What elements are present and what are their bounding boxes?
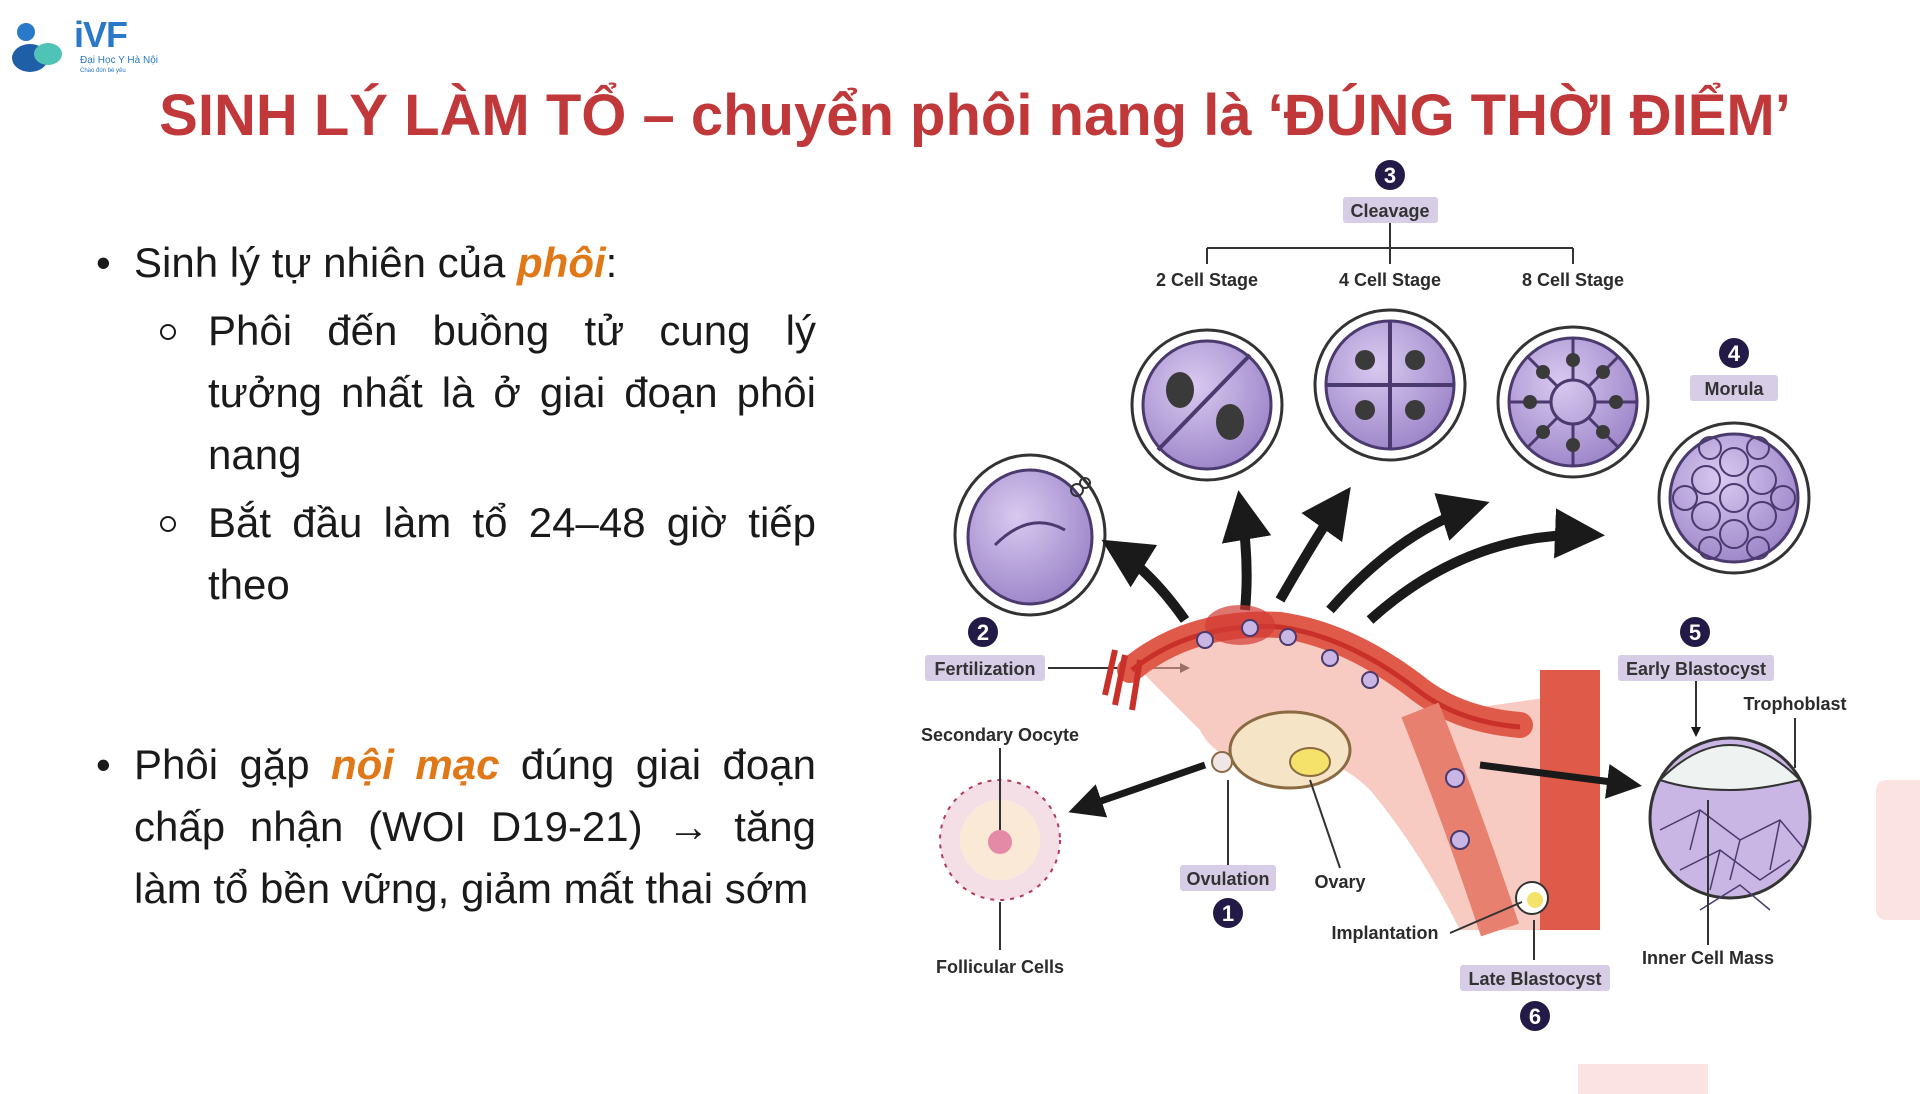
early-blastocyst — [1648, 736, 1812, 911]
bullet-2: • Phôi gặp nội mạc đúng giai đoạn chấp n… — [96, 734, 816, 920]
bullet-1: • Sinh lý tự nhiên của phôi: — [96, 232, 816, 294]
sub-bullet-1: Phôi đến buồng tử cung lý tưởng nhất là … — [96, 300, 816, 486]
secondary-oocyte — [939, 779, 1061, 901]
stage-8-cell-label: 8 Cell Stage — [1522, 270, 1624, 290]
decor-shape — [1876, 780, 1920, 920]
sub-bullet-ring — [160, 516, 176, 532]
step-5-label: Early Blastocyst — [1626, 659, 1766, 679]
cleavage-bracket — [1206, 223, 1574, 264]
step-2-label: Fertilization — [934, 659, 1035, 679]
ovary-label: Ovary — [1314, 872, 1365, 892]
step-5-number: 5 — [1689, 620, 1701, 645]
follicular-cells-label: Follicular Cells — [936, 957, 1064, 977]
step-6-number: 6 — [1529, 1004, 1541, 1029]
step-4-number: 4 — [1728, 341, 1741, 366]
morula — [1657, 421, 1811, 575]
bullet-2-prefix: Phôi gặp — [134, 741, 331, 788]
bullet-1-suffix: : — [605, 239, 618, 286]
stage-4-cell-label: 4 Cell Stage — [1339, 270, 1441, 290]
progression-arrows — [1101, 486, 1605, 624]
sub-bullet-2: Bắt đầu làm tổ 24–48 giờ tiếp theo — [96, 492, 816, 616]
bullet-1-prefix: Sinh lý tự nhiên của — [134, 239, 518, 286]
step-1-label: Ovulation — [1186, 869, 1269, 889]
bullet-2-highlight: nội mạc — [331, 741, 500, 788]
step-3-label: Cleavage — [1350, 201, 1429, 221]
sub-bullet-2-text: Bắt đầu làm tổ 24–48 giờ tiếp theo — [208, 499, 816, 608]
ivf-logo: iVF Đại Học Y Hà Nội Chào đón bé yêu — [10, 12, 170, 78]
trophoblast-label: Trophoblast — [1744, 694, 1847, 714]
eight-cell-embryo — [1496, 325, 1650, 479]
bullet-list: • Sinh lý tự nhiên của phôi: Phôi đến bu… — [96, 232, 816, 616]
uterus-illustration — [1102, 605, 1600, 937]
logo-brand: iVF — [74, 14, 128, 55]
bullet-2-suffix: đúng giai đoạn chấp nhận (WOI D19-21) → … — [134, 741, 816, 912]
logo-mark-icon — [12, 23, 62, 72]
step-3-badge: 3 — [1375, 160, 1405, 190]
step-2-number: 2 — [977, 620, 989, 645]
inner-cell-mass-label: Inner Cell Mass — [1642, 948, 1774, 968]
embryo-development-diagram: 3 Cleavage 2 Cell Stage 4 Cell Stage 8 C… — [921, 160, 1847, 1031]
secondary-oocyte-label: Secondary Oocyte — [921, 725, 1079, 745]
sub-bullet-ring — [160, 324, 176, 340]
step-6-label: Late Blastocyst — [1468, 969, 1601, 989]
four-cell-embryo — [1313, 308, 1467, 462]
sub-bullet-1-text: Phôi đến buồng tử cung lý tưởng nhất là … — [208, 307, 816, 478]
decor-shape — [1578, 1064, 1708, 1094]
fertilized-egg — [953, 453, 1107, 617]
step-1-number: 1 — [1222, 901, 1234, 926]
bullet-dot: • — [96, 239, 111, 286]
stage-2-cell-label: 2 Cell Stage — [1156, 270, 1258, 290]
step-4-label: Morula — [1704, 379, 1764, 399]
logo-tagline: Chào đón bé yêu — [80, 68, 126, 74]
logo-subtitle: Đại Học Y Hà Nội — [80, 55, 158, 66]
step-3-number: 3 — [1384, 163, 1396, 188]
slide-title: SINH LÝ LÀM TỔ – chuyển phôi nang là ‘ĐÚ… — [159, 83, 1791, 148]
bullet-dot: • — [96, 741, 111, 788]
implantation-label: Implantation — [1332, 923, 1439, 943]
two-cell-embryo — [1130, 328, 1284, 482]
bullet-1-highlight: phôi — [517, 239, 606, 286]
